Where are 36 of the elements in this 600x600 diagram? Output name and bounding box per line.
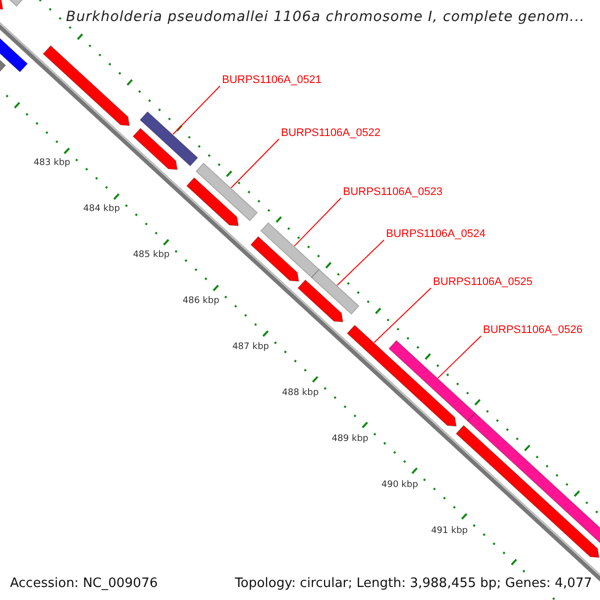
position-label: 490 kbp (381, 480, 418, 490)
gene-feature (0, 36, 28, 72)
leader-line (230, 138, 280, 188)
gene-feature (346, 324, 457, 427)
gene-feature (250, 236, 300, 282)
position-label: 485 kbp (132, 250, 170, 260)
leader-line (336, 240, 384, 286)
gene-label: BURPS1106A_0523 (343, 186, 442, 199)
gene-feature-bar (311, 268, 360, 315)
gene-label: BURPS1106A_0522 (281, 127, 380, 140)
gene-feature-bar (196, 162, 258, 222)
gene-label: BURPS1106A_0521 (222, 74, 322, 87)
gene-feature-bar (140, 111, 198, 166)
position-label: 487 kbp (232, 342, 270, 352)
accession-text: Accession: NC_009076 (8, 576, 160, 591)
gene-feature-bar (388, 340, 476, 422)
position-label: 488 kbp (282, 388, 319, 398)
gene-feature (0, 0, 4, 10)
gene-feature (297, 279, 344, 322)
position-label: 484 kbp (83, 204, 120, 214)
position-label: 489 kbp (332, 434, 368, 444)
gene-feature (186, 177, 239, 226)
gene-label: BURPS1106A_0524 (386, 228, 486, 241)
gene-label: BURPS1106A_0526 (483, 324, 582, 337)
position-label: 483 kbp (34, 158, 70, 168)
gene-feature (42, 45, 130, 126)
leader-line (374, 288, 432, 344)
leader-line (294, 198, 342, 247)
position-label: 486 kbp (182, 296, 220, 306)
genome-summary-text: Topology: circular; Length: 3,988,455 bp; Genes: 4,077 (232, 576, 594, 591)
gene-label: BURPS1106A_0525 (433, 276, 532, 289)
leader-line (437, 336, 482, 379)
gene-feature-bar (260, 222, 320, 278)
leader-line (172, 86, 220, 135)
position-label: 491 kbp (431, 526, 468, 536)
gene-feature (132, 128, 178, 170)
